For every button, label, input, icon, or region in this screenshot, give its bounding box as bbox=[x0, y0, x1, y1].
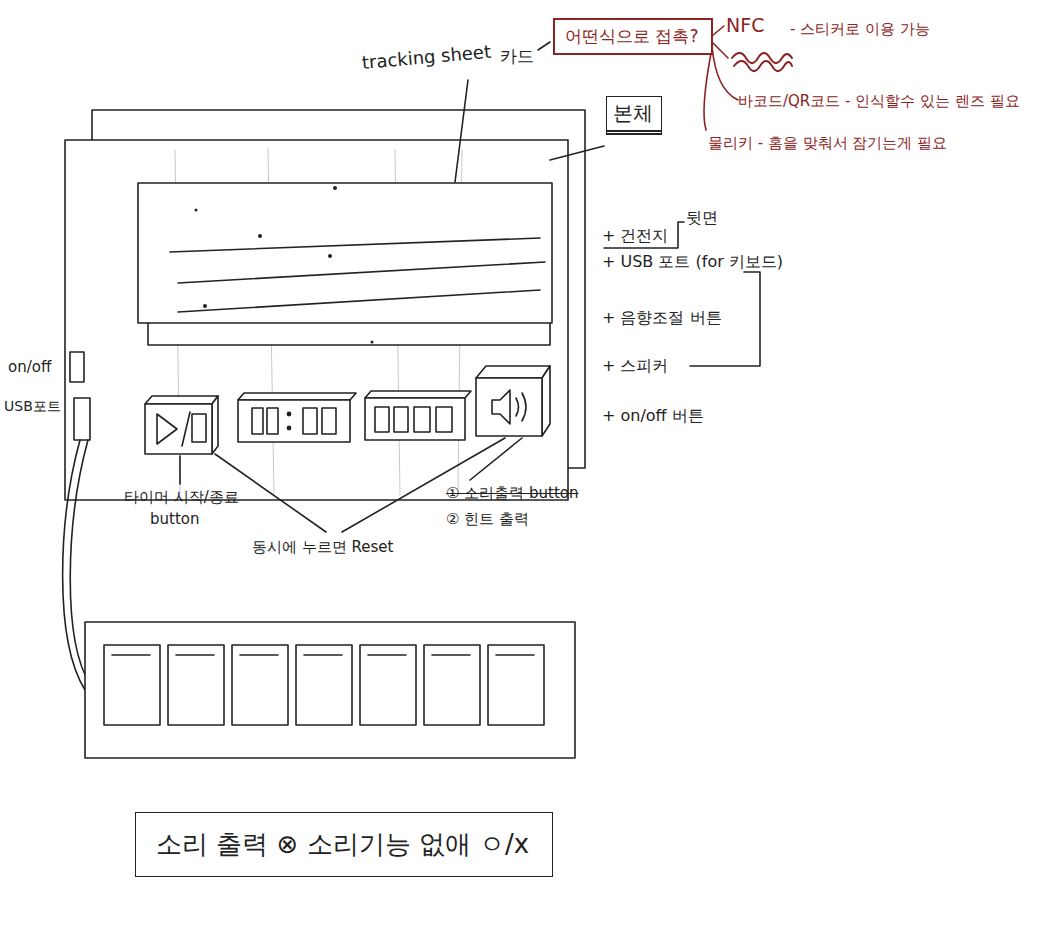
box-text: 소리 출력 ⊗ 소리기능 없애 ㅇ/x bbox=[156, 827, 532, 862]
option-note: 바코드/QR코드 - 인식할수 있는 렌즈 필요 bbox=[738, 92, 1020, 110]
option-note: 물리키 - 홈을 맞춰서 잠기는게 필요 bbox=[708, 134, 947, 152]
feature-item: + 건전지 bbox=[602, 226, 669, 245]
screen bbox=[138, 183, 552, 323]
button-note: ② 힌트 출력 bbox=[446, 510, 529, 528]
leader-line bbox=[538, 42, 550, 50]
screen-line bbox=[178, 290, 540, 312]
leader-line bbox=[470, 438, 522, 480]
feature-item: + on/off 버튼 bbox=[602, 406, 704, 425]
speaker-button bbox=[476, 366, 550, 436]
side-note: 뒷면 bbox=[686, 208, 718, 227]
port-name: on/off bbox=[8, 358, 51, 376]
screen-line bbox=[178, 262, 545, 283]
usb-cable bbox=[63, 440, 85, 690]
timer-button bbox=[145, 396, 218, 454]
feature-item: + USB 포트 (for 키보드) bbox=[602, 252, 783, 271]
option-name: NFC bbox=[726, 14, 764, 37]
button-note: button bbox=[150, 510, 199, 528]
option-note: - 스티커로 이용 가능 bbox=[790, 20, 930, 38]
button-note: ① 소리출력 button bbox=[446, 484, 578, 502]
leader-line bbox=[550, 146, 604, 160]
button-note: 동시에 누르면 Reset bbox=[252, 538, 393, 556]
keyboard bbox=[85, 622, 575, 758]
leader-line bbox=[179, 456, 181, 484]
leader-line bbox=[455, 80, 468, 182]
screen-dots bbox=[195, 186, 374, 344]
note-box: 소리 출력 ⊗ 소리기능 없애 ㅇ/x bbox=[135, 812, 553, 877]
time-button bbox=[238, 393, 356, 442]
screen-line bbox=[170, 238, 540, 252]
part-name: tracking sheet bbox=[361, 41, 492, 74]
feature-item: + 음향조절 버튼 bbox=[602, 308, 722, 327]
usb-port bbox=[74, 398, 90, 440]
port-name: USB포트 bbox=[4, 398, 61, 415]
feature-item: + 스피커 bbox=[602, 356, 669, 375]
question-box: 어떤식으로 접촉? bbox=[553, 18, 713, 55]
count-button bbox=[365, 391, 471, 440]
body-box: 본체 bbox=[606, 96, 662, 135]
part-name: 카드 bbox=[500, 46, 534, 66]
box-text: 본체 bbox=[613, 100, 655, 127]
box-text: 어떤식으로 접촉? bbox=[565, 25, 701, 48]
branch-lines bbox=[704, 26, 792, 130]
button-note: 타이머 시작/종료 bbox=[124, 488, 239, 506]
power-switch bbox=[70, 352, 84, 382]
